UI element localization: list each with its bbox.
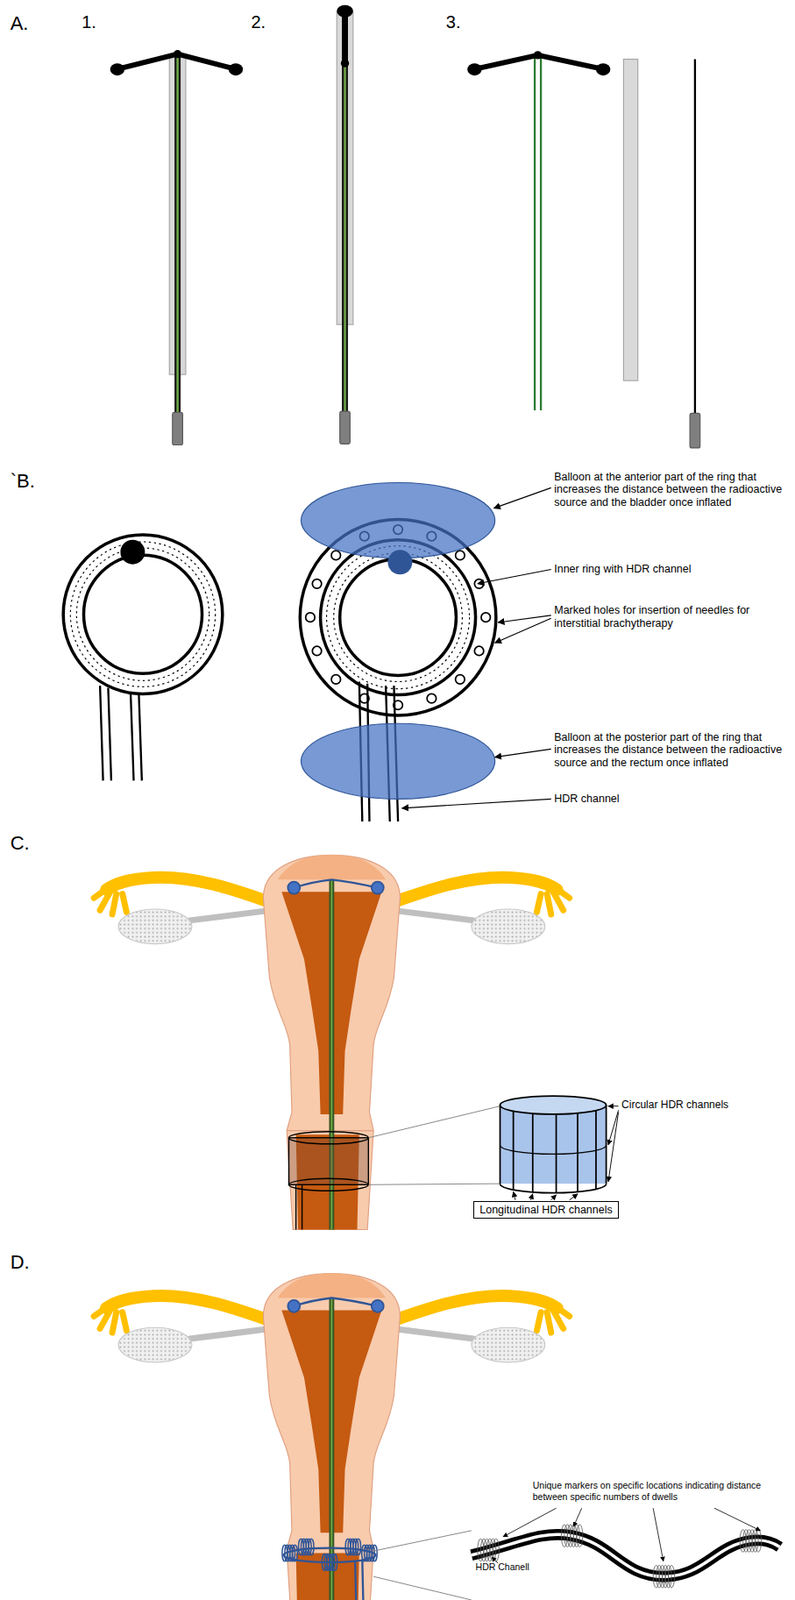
callout-text: Marked holes for insertion of needles fo… <box>553 603 789 631</box>
needle-hole <box>426 693 436 703</box>
box-text: Longitudinal HDR channels <box>479 1203 612 1216</box>
needle-hole <box>305 612 315 622</box>
callout-text: HDR channel <box>553 792 789 806</box>
needle-hole <box>481 612 490 622</box>
needle-hole <box>455 550 465 560</box>
panel-letter: A. <box>10 12 29 36</box>
panel-letter: C. <box>10 831 30 855</box>
panel-number: 1. <box>81 12 97 34</box>
needle-hole <box>312 645 321 655</box>
needle-hole <box>455 674 465 684</box>
needle-hole <box>312 579 321 589</box>
callout-text: Balloon at the posterior part of the rin… <box>553 731 789 770</box>
callout-text: Balloon at the anterior part of the ring… <box>553 470 789 510</box>
callout-text: HDR Chanell <box>475 1561 530 1572</box>
panel-letter: `B. <box>10 469 36 493</box>
callout-text: Circular HDR channels <box>621 1098 790 1111</box>
callout-text: Inner ring with HDR channel <box>553 562 789 576</box>
needle-hole <box>474 645 483 655</box>
label-box: Longitudinal HDR channels <box>473 1200 618 1219</box>
panel-number: 3. <box>446 12 462 34</box>
callout-text: Unique markers on specific locations ind… <box>532 1479 783 1502</box>
needle-hole <box>331 550 341 560</box>
panel-letter: D. <box>10 1250 30 1274</box>
needle-hole <box>331 674 341 684</box>
panel-number: 2. <box>250 12 266 34</box>
